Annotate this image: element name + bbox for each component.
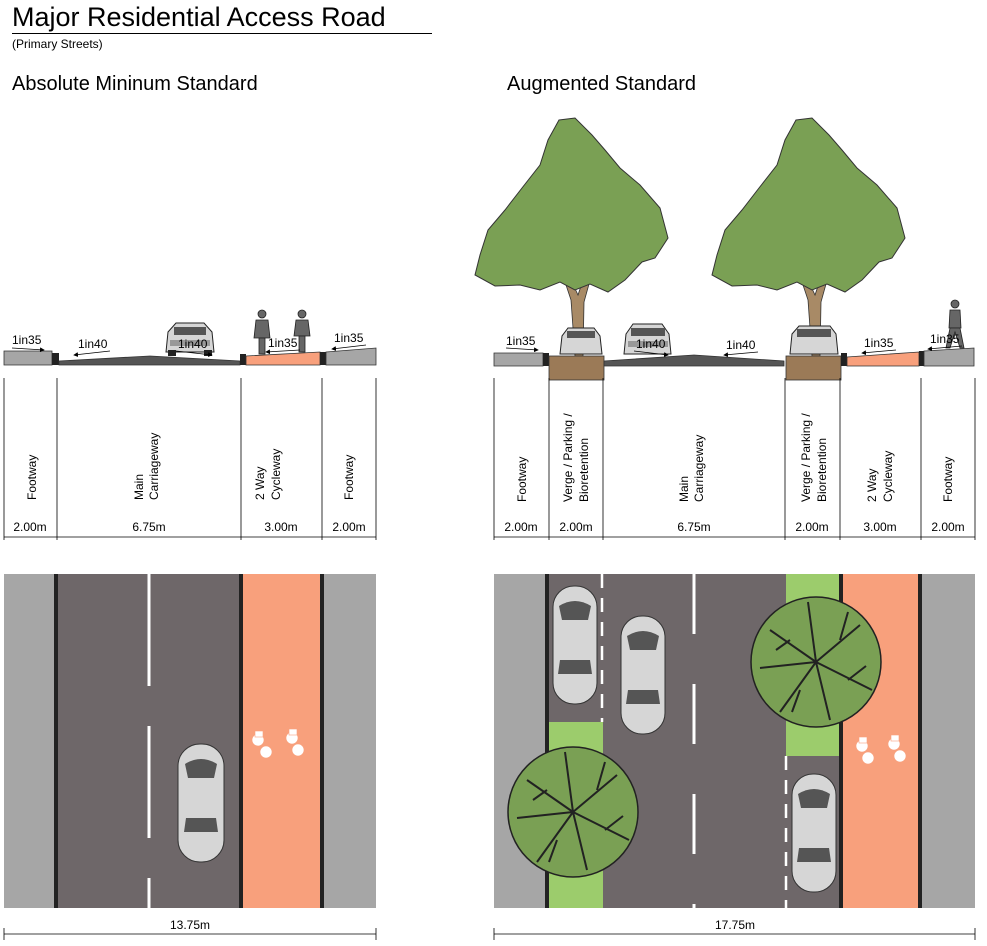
bicycle-symbol	[887, 734, 907, 763]
plan-footway	[919, 574, 975, 908]
right-cross-section: 1in35 1in40 1in40 1in35 1in35 Footway Ve…	[474, 117, 976, 540]
car-elevation	[559, 327, 603, 355]
right-plan-view: 17.75m	[493, 574, 976, 940]
zone-width: 2.00m	[504, 520, 537, 534]
zone-width: 6.75m	[677, 520, 710, 534]
title-underline	[12, 33, 432, 34]
cyclist-figure	[253, 309, 271, 355]
zone-width: 2.00m	[332, 520, 365, 534]
slope-label: 1in40	[178, 337, 208, 351]
zone-width: 2.00m	[931, 520, 964, 534]
plan-footway	[4, 574, 55, 908]
car-plan	[552, 585, 598, 705]
zone-label: Carriageway	[147, 433, 161, 500]
slope-label: 1in35	[930, 332, 960, 346]
zone-label: Footway	[941, 457, 955, 502]
kerb	[52, 353, 59, 365]
slope-label: 1in40	[78, 337, 108, 351]
car-plan	[791, 773, 837, 893]
zone-label: Bioretention	[815, 438, 829, 502]
right-cycleway-section	[846, 351, 920, 367]
car-plan	[177, 743, 225, 863]
tree-elevation	[711, 117, 906, 357]
zone-width: 3.00m	[264, 520, 297, 534]
page-subtitle: (Primary Streets)	[12, 37, 103, 51]
left-standard-heading: Absolute Mininum Standard	[12, 73, 258, 95]
slope-label: 1in35	[12, 333, 42, 347]
right-standard-heading: Augmented Standard	[507, 73, 697, 95]
planter-box	[785, 355, 842, 381]
zone-width: 6.75m	[132, 520, 165, 534]
zone-width: 2.00m	[13, 520, 46, 534]
zone-label: Footway	[515, 457, 529, 502]
right-footway-section	[493, 352, 544, 367]
bicycle-symbol	[285, 728, 305, 757]
tree-canopy-plan	[750, 596, 882, 728]
slope-label: 1in40	[726, 338, 756, 352]
left-cross-section: 1in35 1in40 1in40 1in35 1in35 Footway Ma…	[3, 309, 377, 540]
car-elevation	[165, 322, 215, 356]
pedestrian-figure	[945, 299, 965, 349]
zone-label: Bioretention	[577, 438, 591, 502]
zone-label: Verge / Parking /	[561, 413, 575, 502]
zone-label: Footway	[342, 455, 356, 500]
zone-label: Carriageway	[692, 435, 706, 502]
bicycle-symbol	[855, 736, 875, 765]
page-title: Major Residential Access Road	[12, 2, 386, 32]
zone-label: Cycleway	[269, 449, 283, 500]
zone-label: 2 Way	[253, 466, 267, 500]
zone-label: Cycleway	[881, 451, 895, 502]
slope-label: 1in35	[268, 336, 298, 350]
slope-label: 1in35	[864, 336, 894, 350]
planter-box	[548, 355, 605, 381]
zone-label: Footway	[25, 455, 39, 500]
kerb	[320, 352, 326, 365]
slope-label: 1in35	[506, 334, 536, 348]
total-width: 17.75m	[715, 918, 755, 932]
zone-dividers	[3, 378, 377, 540]
zone-width: 3.00m	[863, 520, 896, 534]
plan-footway	[321, 574, 376, 908]
right-footway-section	[923, 347, 975, 367]
slope-label: 1in35	[334, 331, 364, 345]
slope-label: 1in40	[636, 337, 666, 351]
zone-label: Verge / Parking /	[799, 413, 813, 502]
right-carriageway-section	[603, 354, 785, 367]
kerb	[240, 354, 246, 365]
left-carriageway-section	[58, 355, 241, 366]
left-plan-view: 13.75m	[3, 574, 377, 940]
total-width: 13.75m	[170, 918, 210, 932]
zone-width: 2.00m	[559, 520, 592, 534]
left-footway-section	[3, 350, 53, 366]
bicycle-symbol	[251, 730, 273, 759]
car-plan	[620, 615, 666, 735]
zone-label: Main	[132, 474, 146, 500]
car-elevation	[623, 323, 672, 355]
left-footway-section	[325, 347, 377, 366]
zone-label: Main	[677, 476, 691, 502]
tree-canopy-plan	[507, 746, 639, 878]
tree-elevation	[474, 117, 669, 357]
cyclist-figure	[293, 309, 311, 353]
car-elevation	[789, 325, 839, 355]
zone-dividers	[493, 378, 976, 540]
zone-label: 2 Way	[865, 468, 879, 502]
zone-width: 2.00m	[795, 520, 828, 534]
left-cycleway-section	[245, 351, 321, 366]
